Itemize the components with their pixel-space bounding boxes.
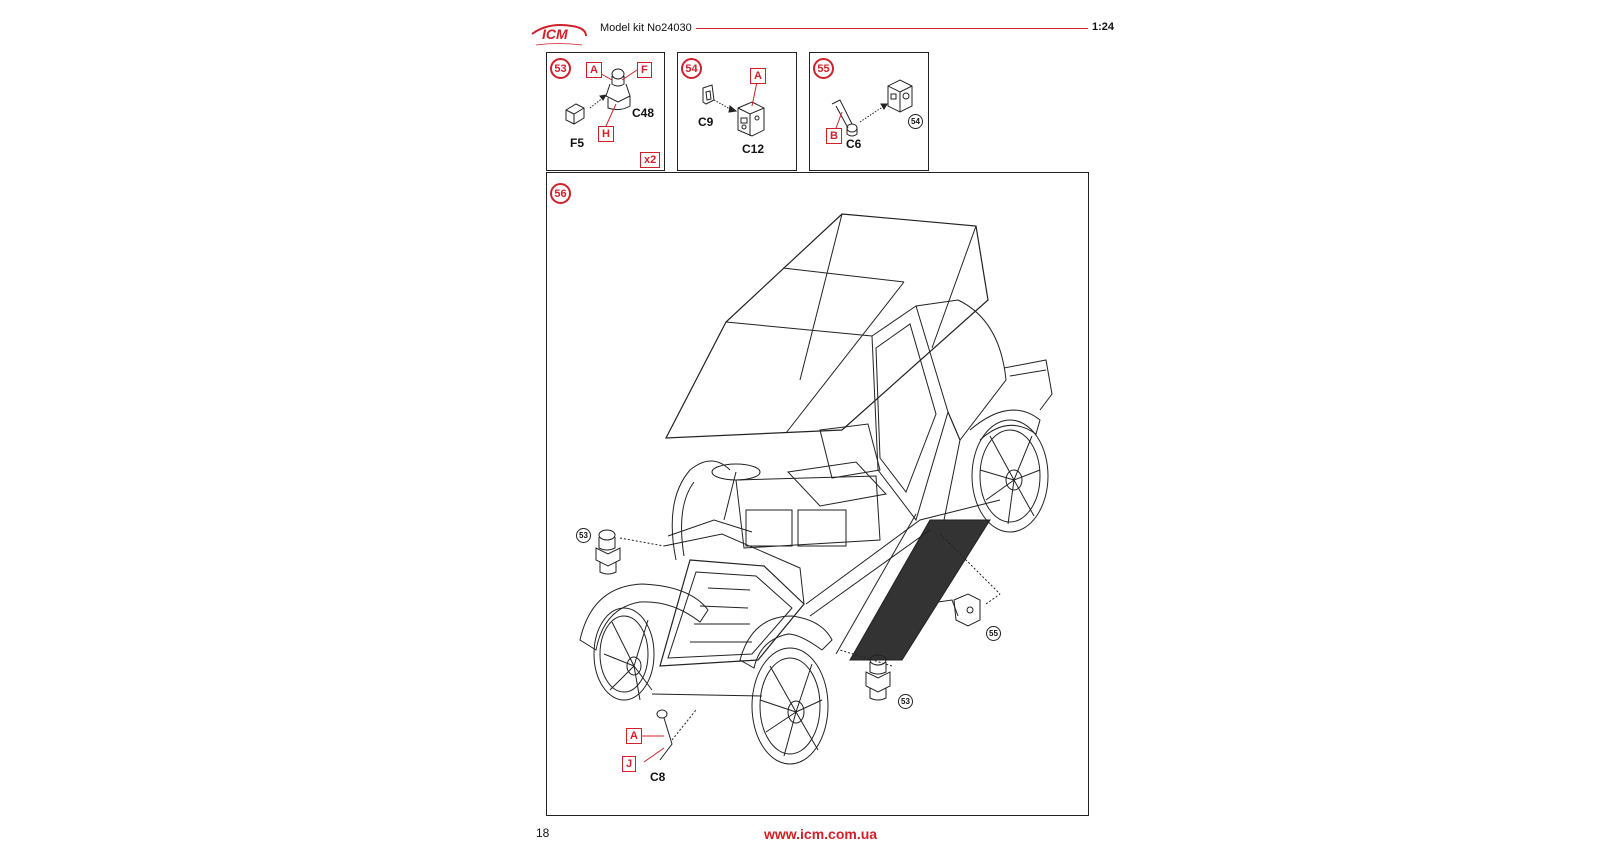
icm-logo: ICM (528, 20, 590, 50)
part-label-c8: C8 (650, 770, 666, 784)
step-ref-55: 55 (986, 626, 1001, 641)
step-55-number: 55 (813, 58, 834, 79)
leader-b (835, 111, 843, 129)
color-code-b: B (826, 128, 842, 144)
lamp-53-bottom-drawing (865, 654, 891, 701)
color-code-j: J (622, 756, 637, 772)
part-label-c48: C48 (632, 106, 655, 120)
color-code-f: F (637, 62, 652, 78)
leader-lines (619, 533, 1001, 741)
multiplier-badge: x2 (640, 152, 661, 168)
part-c9-drawing (702, 84, 715, 105)
arrow-head (599, 94, 607, 101)
horn-55-drawing (937, 593, 981, 627)
part-c48-drawing (605, 68, 631, 111)
step-53-number: 53 (550, 58, 571, 79)
leader-h (605, 103, 617, 127)
page-number: 18 (536, 826, 550, 840)
color-code-a: A (750, 68, 766, 84)
icm-logo-icon: ICM (531, 24, 587, 46)
model-kit-label: Model kit No24030 (600, 22, 692, 34)
header-rule (696, 28, 1088, 29)
part-c12-subassembly-drawing (887, 79, 913, 113)
part-c6-drawing (831, 99, 858, 137)
step-56-number: 56 (550, 183, 571, 204)
website-link[interactable]: www.icm.com.ua (764, 826, 878, 842)
lamp-53-top-drawing (595, 529, 621, 575)
color-code-h: H (598, 126, 614, 142)
part-label-c6: C6 (846, 137, 862, 151)
arrow-head (880, 103, 888, 110)
step-ref-54: 54 (908, 114, 923, 129)
leader-j (643, 747, 665, 763)
part-label-f5: F5 (570, 136, 585, 150)
step-56-panel (546, 172, 1089, 816)
car-drawing (579, 213, 1053, 765)
color-code-a: A (626, 728, 642, 744)
leader-f (621, 69, 638, 81)
assembly-arrow (859, 105, 885, 123)
scale-label: 1:24 (1092, 21, 1115, 33)
part-label-c12: C12 (742, 142, 765, 156)
step-54-number: 54 (681, 58, 702, 79)
step-ref-53: 53 (576, 528, 591, 543)
part-c12-drawing (737, 101, 765, 137)
color-code-a: A (586, 62, 602, 78)
leader-a (751, 81, 758, 107)
part-f5-drawing (565, 103, 585, 125)
step-ref-53: 53 (898, 694, 913, 709)
assembly-arrow (713, 99, 733, 111)
part-label-c9: C9 (698, 115, 714, 129)
icm-logo-text: ICM (542, 26, 568, 42)
arrow-head (728, 105, 738, 113)
